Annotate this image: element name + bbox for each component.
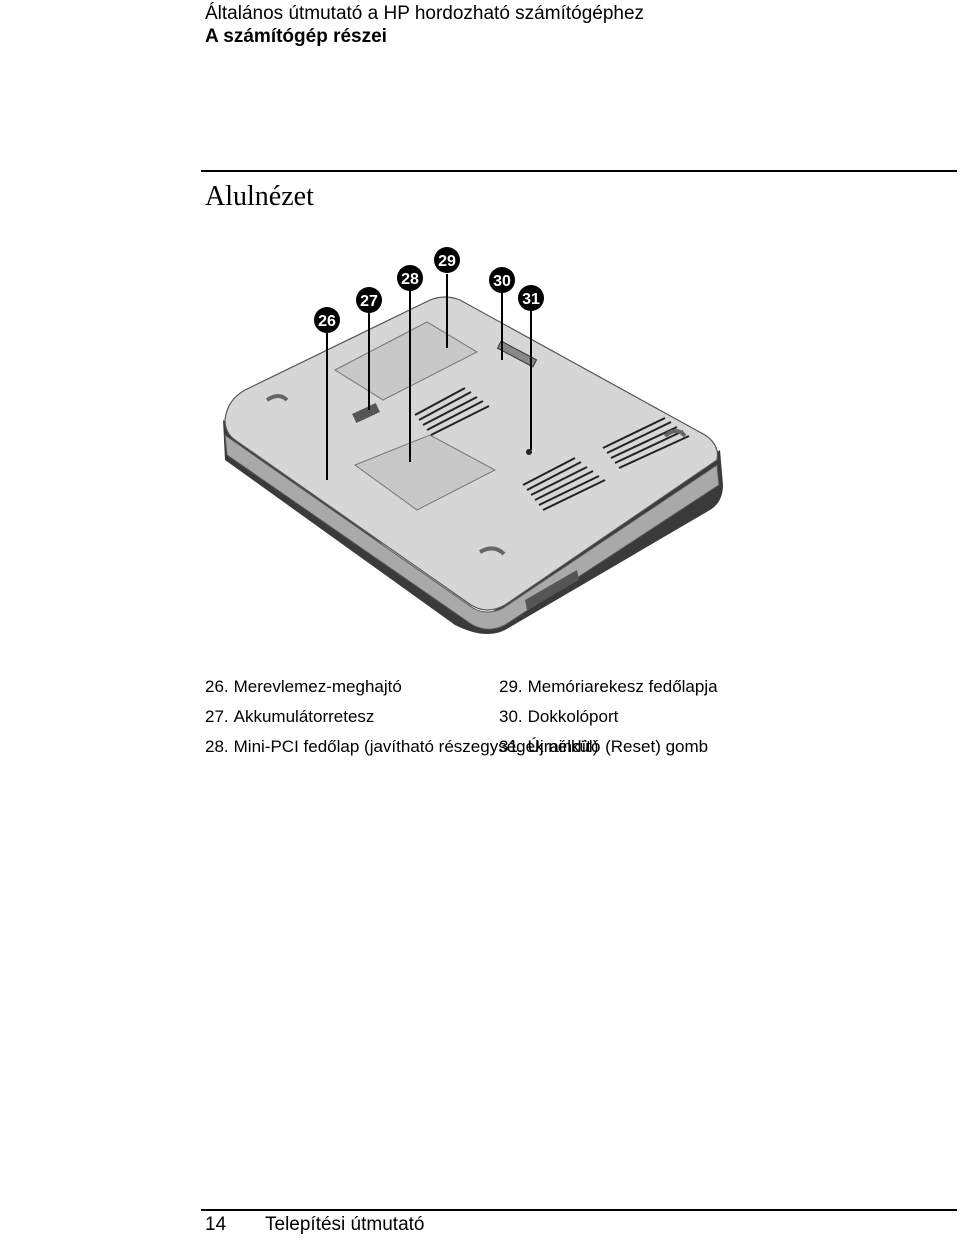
legend-item-26: 26.Merevlemez-meghajtó <box>205 677 402 697</box>
callout-30-label: 30 <box>493 273 511 290</box>
memory-compartment-cover <box>333 321 479 401</box>
rubber-foot <box>663 429 687 438</box>
laptop-bottom-surface <box>224 296 719 611</box>
callout-31: 31 <box>518 285 544 311</box>
mini-pci-cover <box>353 434 497 511</box>
laptop-front-strip <box>224 433 720 630</box>
callout-30: 30 <box>489 267 515 293</box>
legend-item-text: Akkumulátorretesz <box>233 707 375 726</box>
callout-26: 26 <box>314 307 340 333</box>
legend-item-31: 31.Újraindító (Reset) gomb <box>499 737 708 757</box>
page-number: 14 <box>205 1214 227 1235</box>
legend-item-28: 28.Mini-PCI fedőlap (javítható részegysé… <box>205 737 598 757</box>
vent-grille-2 <box>522 457 606 511</box>
legend-item-29: 29.Memóriarekesz fedőlapja <box>499 677 718 697</box>
legend-item-text: Újraindító (Reset) gomb <box>527 737 709 756</box>
header-manual-title: Általános útmutató a HP hordozható számí… <box>205 3 645 24</box>
legend-item-text: Merevlemez-meghajtó <box>233 677 402 696</box>
docking-port <box>496 340 538 368</box>
section-divider <box>201 170 957 172</box>
section-title: Alulnézet <box>205 181 314 212</box>
legend-item-number: 28. <box>205 737 229 756</box>
legend-item-text: Memóriarekesz fedőlapja <box>527 677 718 696</box>
battery-latch <box>352 402 380 424</box>
legend-item-number: 30. <box>499 707 523 726</box>
footer-divider <box>201 1209 957 1211</box>
legend-item-30: 30.Dokkolóport <box>499 707 618 727</box>
callout-27-label: 27 <box>360 293 378 310</box>
figure-legend: 26.Merevlemez-meghajtó 27.Akkumulátorret… <box>205 677 945 767</box>
rubber-foot <box>479 546 506 556</box>
callout-26-label: 26 <box>318 313 336 330</box>
legend-item-number: 31. <box>499 737 523 756</box>
callout-29-label: 29 <box>438 253 456 270</box>
legend-item-number: 29. <box>499 677 523 696</box>
pc-card-slot <box>525 570 579 610</box>
vent-grille-1 <box>414 387 490 436</box>
callout-28: 28 <box>397 265 423 291</box>
laptop-bottom-view-figure: 26 27 28 29 30 31 <box>223 247 723 634</box>
header-chapter-title: A számítógép részei <box>205 26 387 47</box>
legend-item-text: Dokkolóport <box>527 707 619 726</box>
legend-item-text: Mini-PCI fedőlap (javítható részegységek… <box>233 737 599 756</box>
callout-31-label: 31 <box>522 291 540 308</box>
callout-29: 29 <box>434 247 460 273</box>
callout-28-label: 28 <box>401 271 419 288</box>
vent-grille-3 <box>602 417 690 469</box>
legend-item-27: 27.Akkumulátorretesz <box>205 707 374 727</box>
reset-button-hole <box>526 449 532 455</box>
laptop-side-edge <box>223 420 723 634</box>
legend-item-number: 27. <box>205 707 229 726</box>
callout-27: 27 <box>356 287 382 313</box>
footer-title: Telepítési útmutató <box>265 1214 425 1235</box>
legend-item-number: 26. <box>205 677 229 696</box>
rubber-foot <box>265 394 289 402</box>
